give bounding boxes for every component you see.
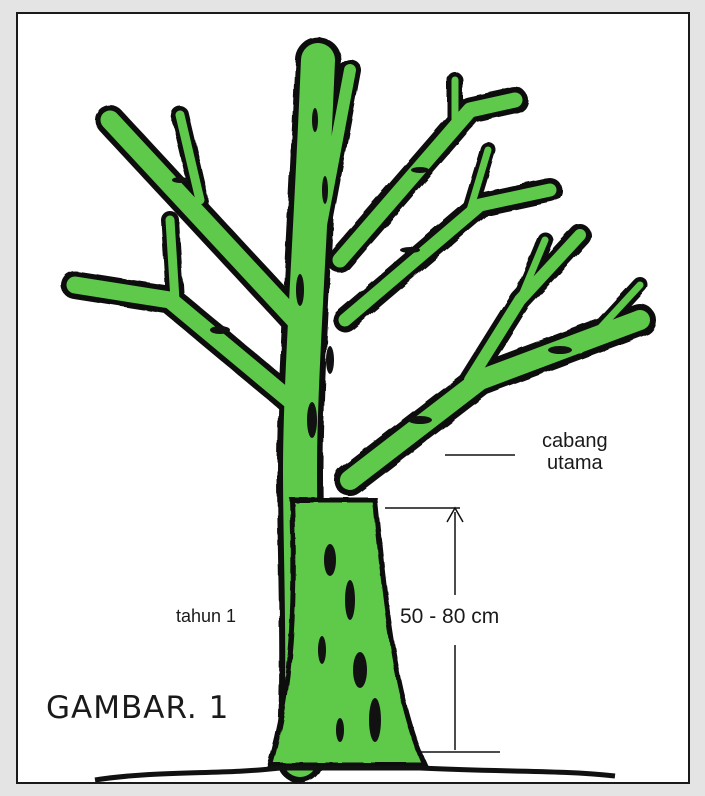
trunk: [270, 500, 425, 765]
height-range-label: 50 - 80 cm: [400, 605, 499, 629]
main-branch-label-line1: cabang: [542, 430, 608, 452]
figure-caption: GAMBAR. 1: [46, 690, 229, 726]
ground-line: [95, 768, 615, 780]
main-branch-label: cabang utama: [542, 430, 608, 474]
main-branch-label-line2: utama: [542, 452, 608, 474]
year-label: tahun 1: [176, 606, 236, 627]
